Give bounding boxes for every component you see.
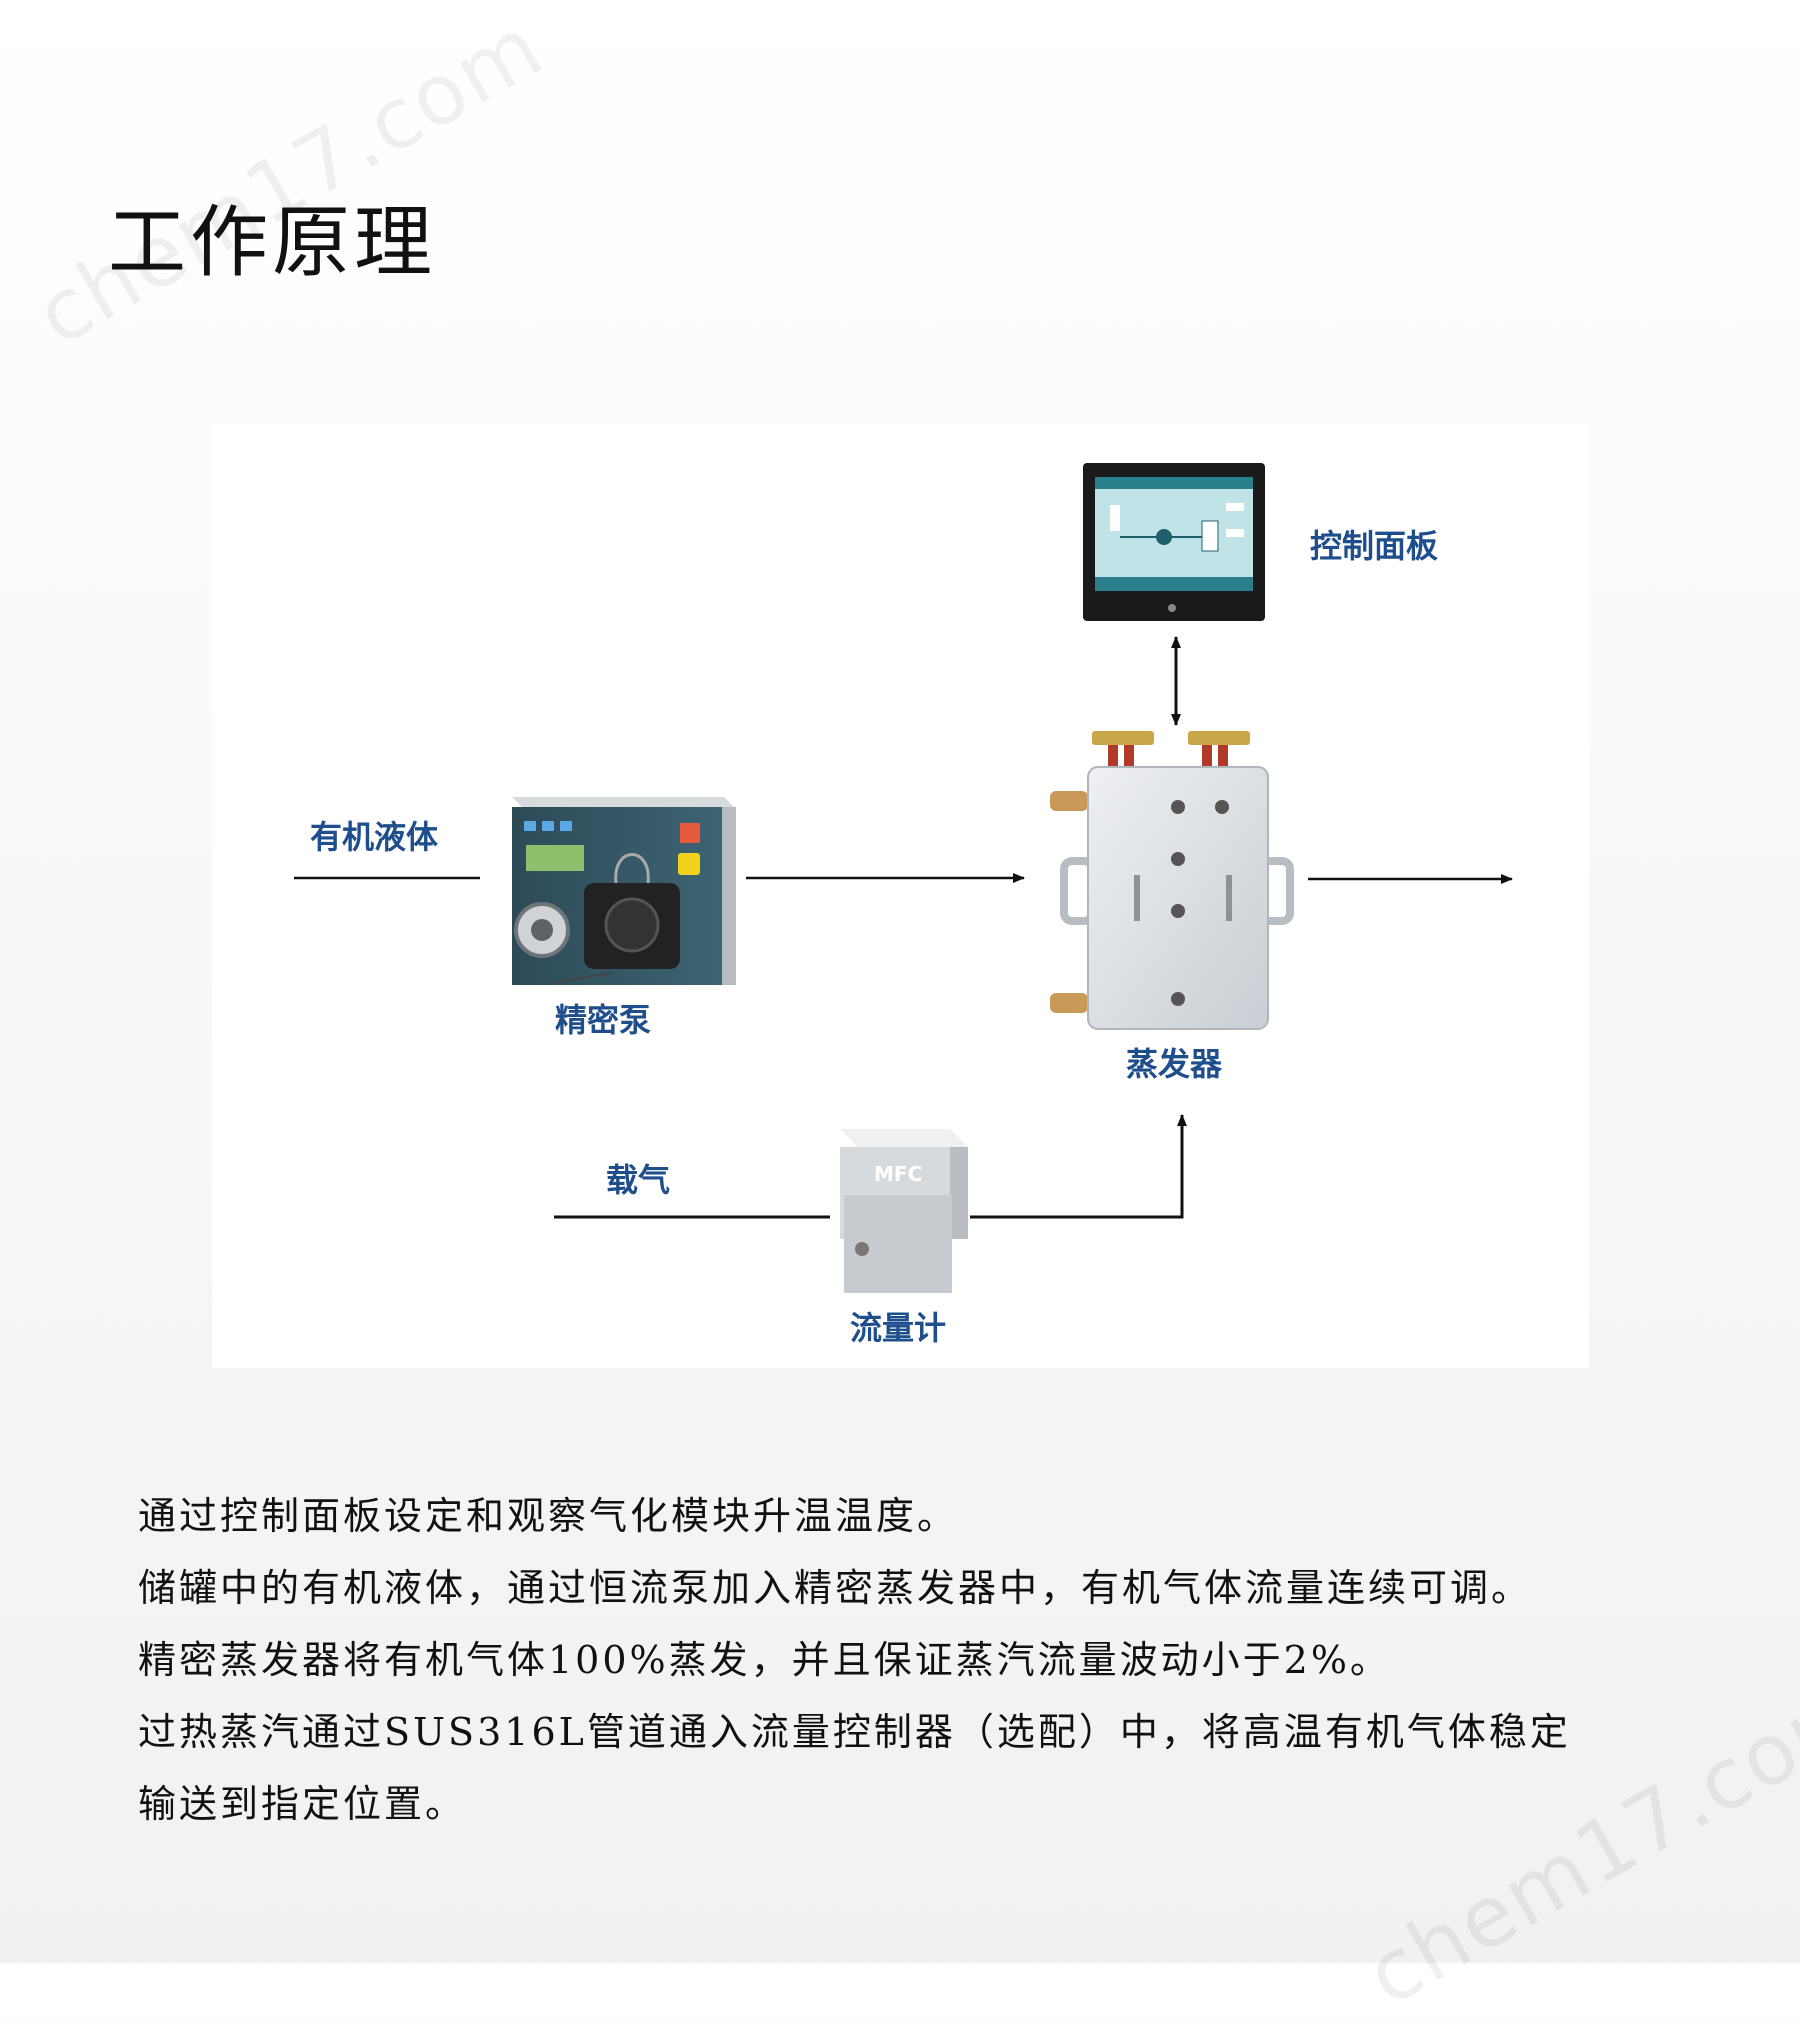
precision-pump-device bbox=[512, 797, 736, 985]
control-panel-label: 控制面板 bbox=[1310, 527, 1439, 565]
description-line: 精密蒸发器将有机气体100%蒸发，并且保证蒸汽流量波动小于2%。 bbox=[138, 1638, 1391, 1682]
evaporator-device bbox=[1050, 731, 1294, 1030]
precision-pump-label: 精密泵 bbox=[555, 1001, 652, 1039]
mfc-to-evaporator-arrow bbox=[970, 1114, 1187, 1219]
description-line: 储罐中的有机液体，通过恒流泵加入精密蒸发器中，有机气体流量连续可调。 bbox=[138, 1566, 1533, 1610]
page-title: 工作原理 bbox=[108, 198, 437, 288]
working-principle-diagram: MFC 控制面板 有机液体 精密泵 蒸发器 载气 流量计 bbox=[212, 425, 1589, 1368]
organic-liquid-label: 有机液体 bbox=[310, 818, 439, 856]
description-line: 输送到指定位置。 bbox=[138, 1782, 467, 1826]
carrier-gas-label: 载气 bbox=[606, 1161, 671, 1199]
description-line: 过热蒸汽通过SUS316L管道通入流量控制器（选配）中，将高温有机气体稳定 bbox=[138, 1710, 1571, 1754]
diagram-canvas: MFC bbox=[294, 463, 1513, 1293]
mass-flow-controller-device: MFC bbox=[840, 1129, 968, 1293]
description-text: 通过控制面板设定和观察气化模块升温温度。 储罐中的有机液体，通过恒流泵加入精密蒸… bbox=[138, 1480, 1698, 1840]
control-panel-device bbox=[1083, 463, 1265, 621]
mfc-device-text: MFC bbox=[874, 1162, 922, 1186]
evaporator-label: 蒸发器 bbox=[1126, 1045, 1223, 1083]
description-line: 通过控制面板设定和观察气化模块升温温度。 bbox=[138, 1494, 959, 1538]
flow-meter-label: 流量计 bbox=[850, 1309, 947, 1347]
